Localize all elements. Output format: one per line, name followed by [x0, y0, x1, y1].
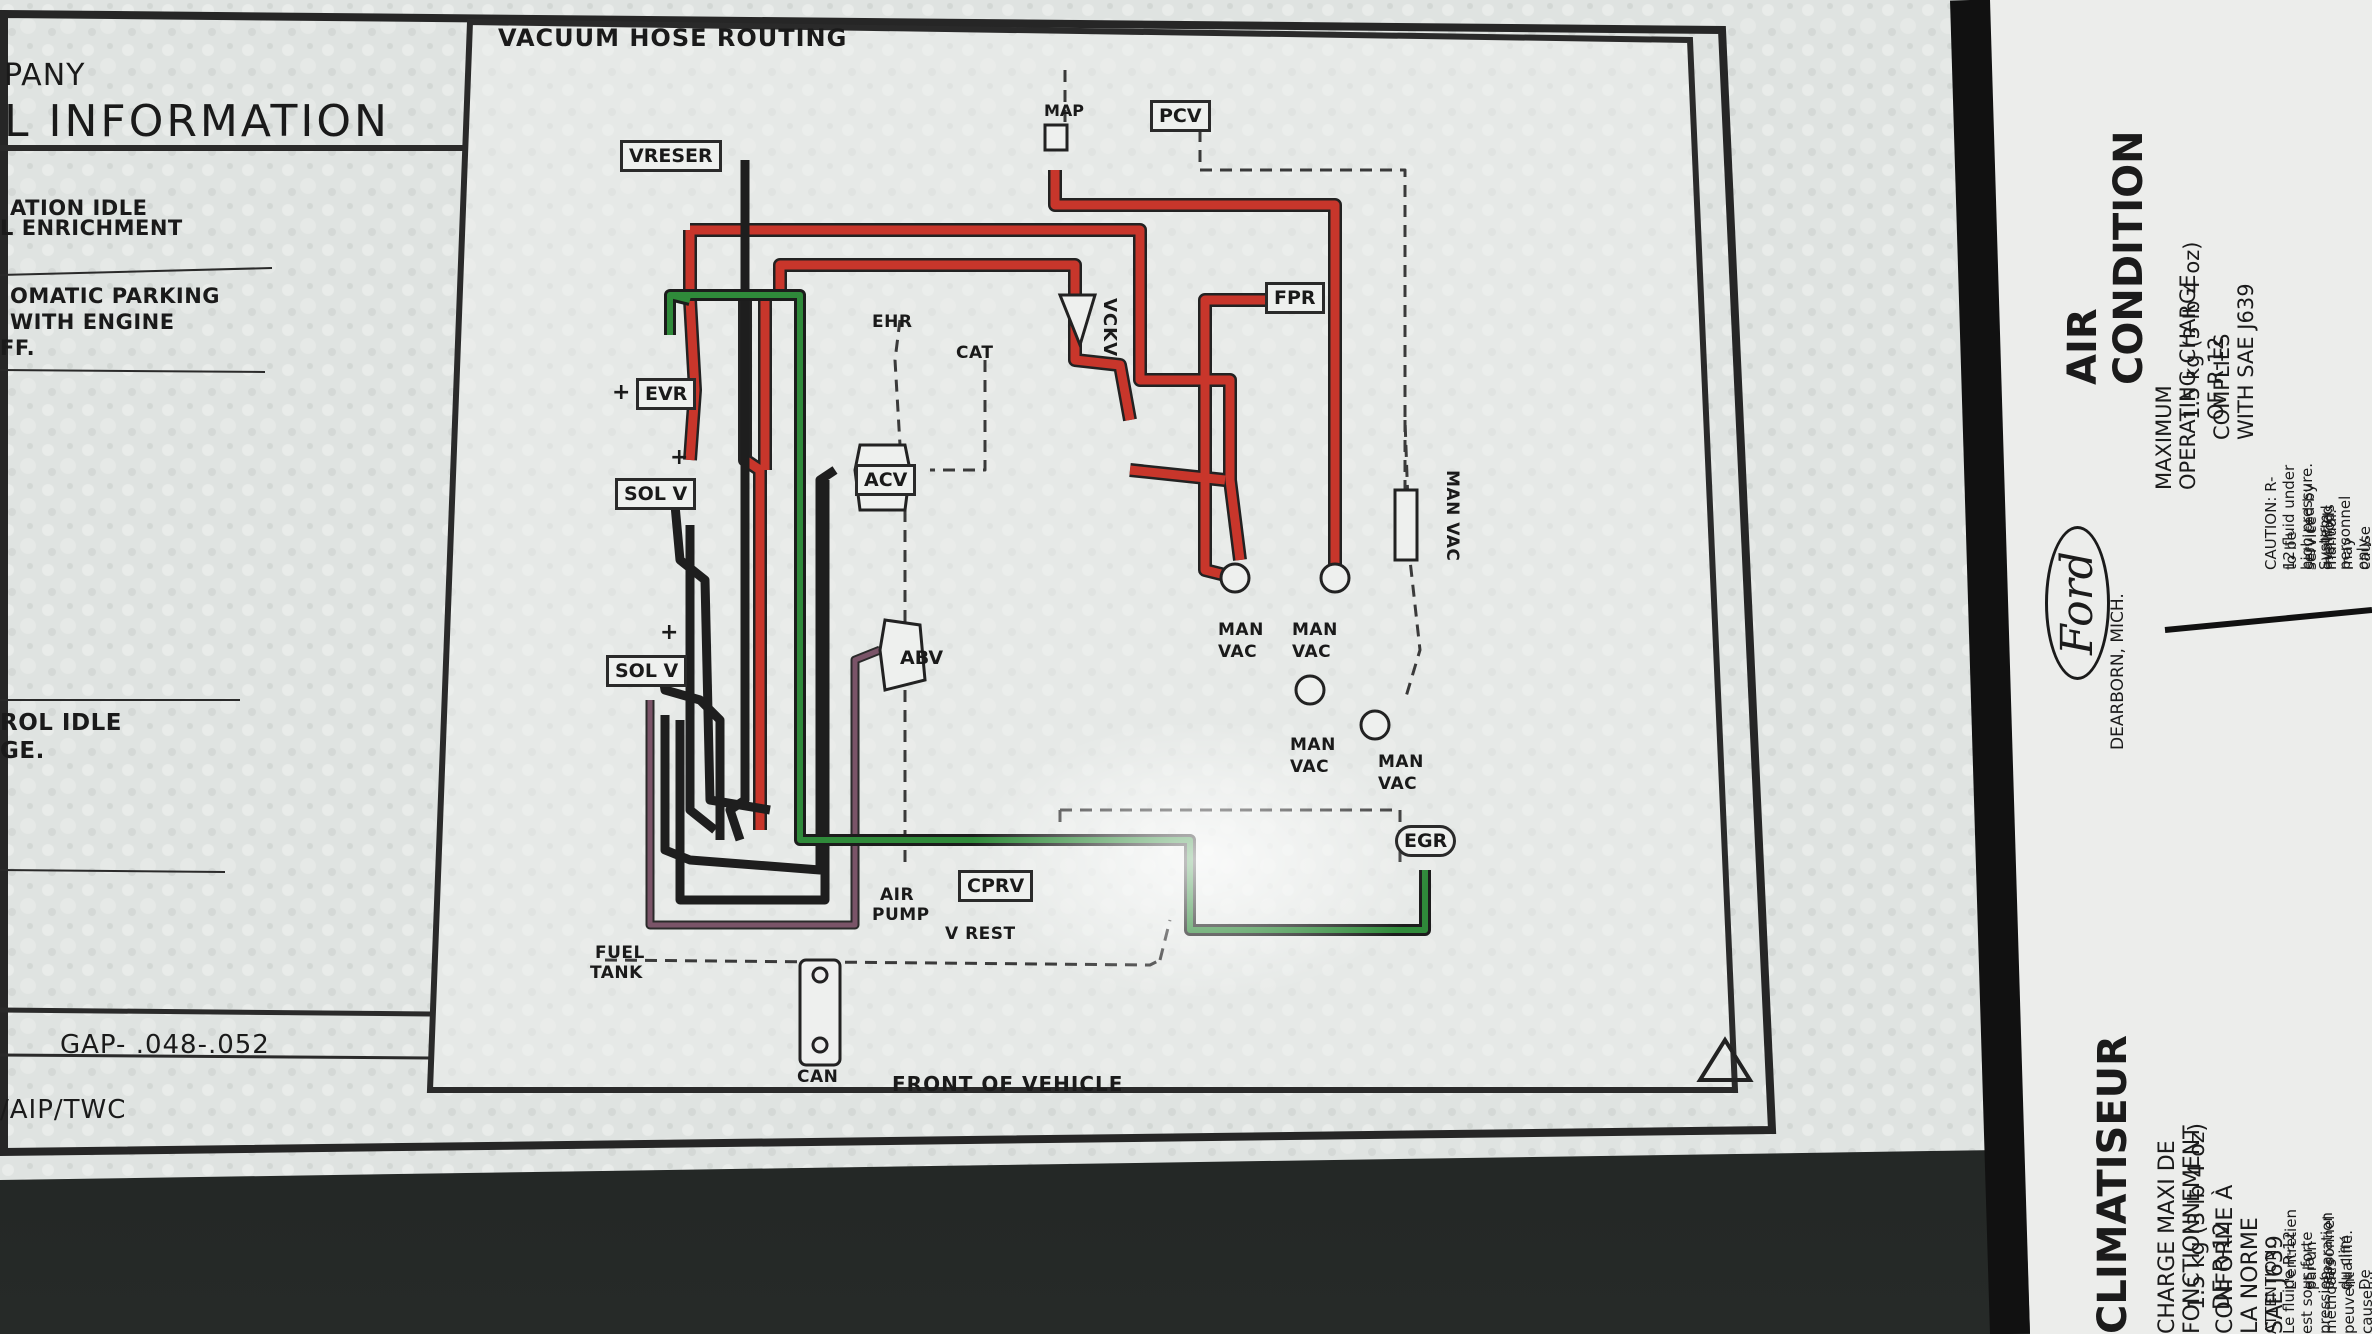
- man-vac-label: VAC: [1218, 642, 1258, 662]
- egr-component: EGR: [1395, 825, 1457, 857]
- v-rest-label: V REST: [945, 924, 1016, 944]
- left-line: ATION IDLE: [10, 196, 148, 220]
- fpr-component: FPR: [1265, 282, 1325, 314]
- vckv-component: VCKV: [1099, 298, 1120, 358]
- ac-caution: manual.: [2322, 509, 2340, 570]
- left-line: ROL IDLE: [0, 710, 122, 736]
- man-vac-label: MAN: [1378, 752, 1424, 772]
- sol-v-component-1: SOL V: [615, 478, 697, 510]
- map-sensor: MAP: [1044, 101, 1085, 120]
- man-vac-label: MAN: [1290, 735, 1336, 755]
- left-line: WITH ENGINE: [10, 310, 175, 334]
- left-line: GE.: [0, 738, 45, 764]
- canister-label: CAN: [797, 1067, 839, 1087]
- left-line: OMATIC PARKING: [10, 284, 221, 308]
- man-vac-label: VAC: [1378, 774, 1418, 794]
- man-vac-vertical-label: MAN VAC: [1442, 470, 1462, 562]
- abv-component: ABV: [900, 647, 944, 669]
- ac-title: AIR CONDITION: [2060, 130, 2152, 385]
- ac-complies: COMPLIES WITH SAE J639: [2210, 283, 2258, 440]
- diagram-symbols: [798, 123, 1419, 1067]
- left-line: FF.: [0, 336, 36, 360]
- climatiseur-title: CLIMATISEUR: [2090, 1035, 2136, 1334]
- info-title-fragment: L INFORMATION: [4, 96, 390, 147]
- company-name-fragment: PANY: [4, 58, 86, 93]
- plus-terminal-label: +: [660, 620, 680, 645]
- plus-terminal-label: +: [612, 380, 632, 405]
- left-line: L ENRICHMENT: [0, 216, 183, 240]
- fuel-tank-label: TANK: [590, 963, 643, 983]
- ford-logo: Ford: [2045, 526, 2110, 680]
- emission-system-fragment: /AIP/TWC: [0, 1095, 127, 1125]
- ac-sticker: [1985, 0, 2372, 1334]
- attention-text: méthodes peuvent causer... l'emploi. Con…: [2322, 1259, 2372, 1334]
- cprv-component: CPRV: [958, 870, 1034, 902]
- man-vac-label: VAC: [1290, 757, 1330, 777]
- air-pump-label: PUMP: [872, 905, 930, 925]
- ford-location: DEARBORN, MICH.: [2108, 593, 2128, 750]
- man-vac-label: MAN: [1292, 620, 1338, 640]
- fuel-tank-label: FUEL: [595, 943, 645, 963]
- pcv-component: PCV: [1150, 100, 1211, 132]
- plus-terminal-label: +: [670, 445, 690, 470]
- diagram-title: VACUUM HOSE ROUTING: [498, 24, 848, 52]
- vreser-component: VRESER: [620, 140, 722, 172]
- acv-component: ACV: [855, 464, 917, 496]
- spark-gap-text: GAP- .048-.052: [60, 1030, 270, 1060]
- sol-v-component-2: SOL V: [606, 655, 688, 687]
- ehr-label: EHR: [872, 312, 913, 332]
- cat-label: CAT: [956, 343, 994, 363]
- evr-component: EVR: [636, 378, 697, 410]
- air-pump-label: AIR: [880, 885, 915, 905]
- man-vac-label: VAC: [1292, 642, 1332, 662]
- man-vac-label: MAN: [1218, 620, 1264, 640]
- front-of-vehicle-label: FRONT OF VEHICLE: [892, 1072, 1124, 1096]
